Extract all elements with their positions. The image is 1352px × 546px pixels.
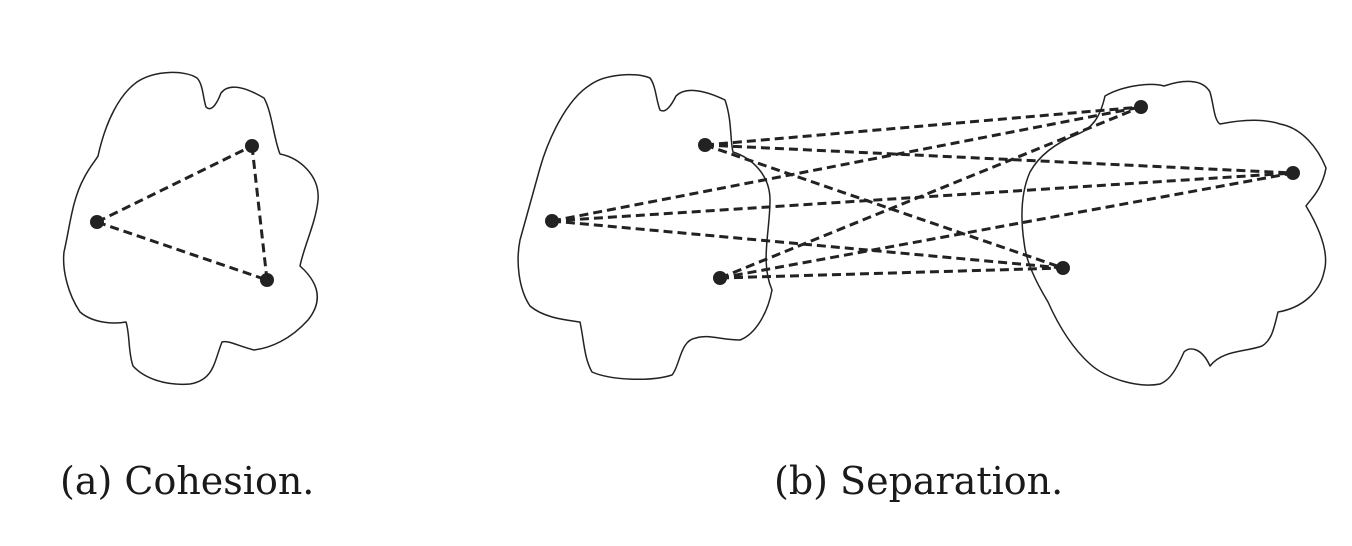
caption-separation: (b) Separation. bbox=[774, 459, 1064, 503]
data-point bbox=[713, 271, 727, 285]
data-point bbox=[1134, 100, 1148, 114]
data-point bbox=[260, 273, 274, 287]
cohesion-edge bbox=[96, 144, 253, 224]
separation-edge bbox=[551, 105, 1142, 223]
cluster-boundary-b-left bbox=[517, 73, 773, 381]
separation-edge bbox=[719, 105, 1142, 280]
cohesion-edge bbox=[96, 220, 268, 282]
separation-edge bbox=[719, 266, 1064, 280]
data-point bbox=[545, 214, 559, 228]
panel-b-separation bbox=[517, 73, 1327, 386]
data-point bbox=[698, 138, 712, 152]
separation-edge bbox=[551, 219, 1064, 270]
separation-edge bbox=[704, 143, 1064, 270]
data-point bbox=[90, 215, 104, 229]
cohesion-edge bbox=[250, 145, 269, 281]
separation-edge bbox=[704, 143, 1294, 175]
panel-a-cohesion bbox=[62, 71, 319, 386]
separation-edge bbox=[704, 105, 1142, 147]
data-point bbox=[1056, 261, 1070, 275]
data-point bbox=[1286, 166, 1300, 180]
cluster-boundary-a bbox=[62, 71, 319, 386]
caption-cohesion: (a) Cohesion. bbox=[60, 459, 315, 503]
data-point bbox=[245, 139, 259, 153]
cluster-boundary-b-right bbox=[1021, 80, 1327, 386]
